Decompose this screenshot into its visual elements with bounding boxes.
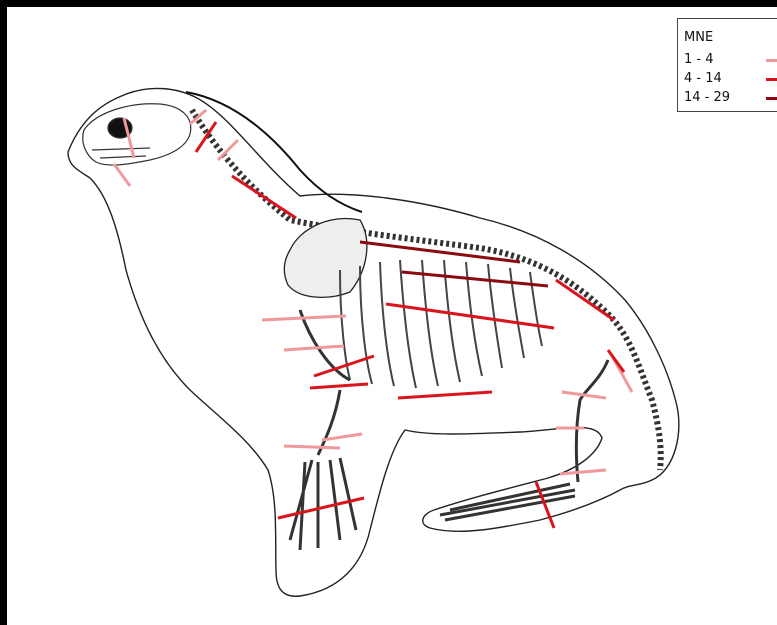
legend-swatch [766, 78, 777, 81]
radius-ulna-mark-1 [314, 356, 374, 376]
legend-item-1-4: 1 - 4 [684, 52, 777, 68]
legend-label: 1 - 4 [684, 52, 714, 67]
legend-item-14-29: 14 - 29 [684, 90, 777, 106]
sacrum-mark [556, 280, 614, 320]
humerus-mark [284, 346, 344, 350]
carpal-mark-2 [284, 446, 340, 448]
legend-label: 4 - 14 [684, 71, 722, 86]
legend: MNE 1 - 4 4 - 14 14 - 29 [677, 18, 777, 112]
skull [83, 104, 191, 165]
legend-title: MNE [684, 30, 713, 45]
body-outline [68, 88, 679, 596]
ribcage [340, 260, 542, 388]
hindflipper-bones [440, 360, 608, 520]
cervical-vertebrae-mark [232, 176, 296, 218]
vertebral-column [192, 110, 661, 470]
femur-mark [608, 350, 624, 372]
atlas-mark [196, 122, 216, 152]
mne-markers [114, 110, 632, 528]
legend-item-4-14: 4 - 14 [684, 71, 777, 87]
legend-swatch [766, 59, 777, 62]
legend-swatch [766, 97, 777, 100]
skull-mark-2 [114, 164, 130, 186]
legend-label: 14 - 29 [684, 90, 730, 105]
scapula-mark [262, 316, 346, 320]
sternum-mark [398, 392, 492, 398]
radius-ulna-mark-2 [310, 384, 368, 388]
scapula [284, 219, 366, 298]
